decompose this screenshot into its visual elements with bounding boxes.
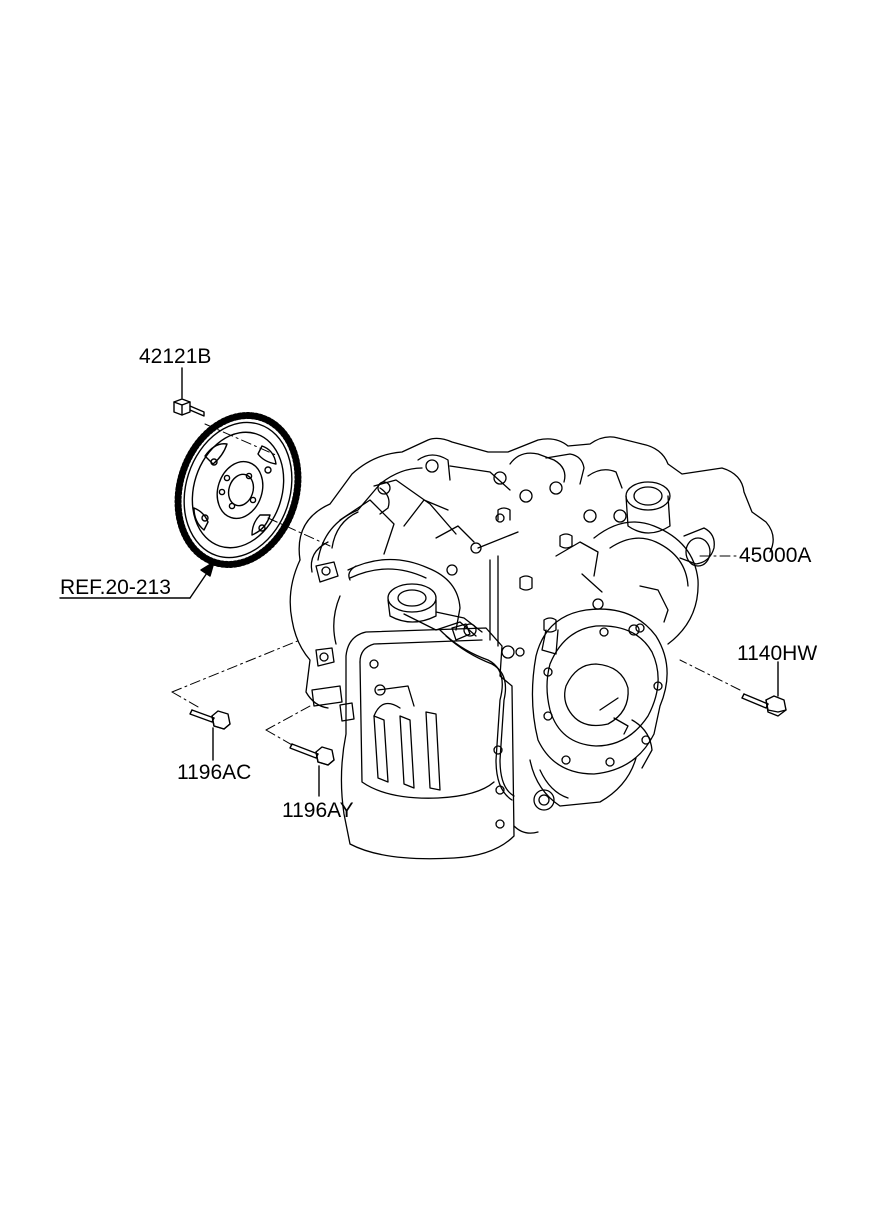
flexplate[interactable] [159, 400, 316, 580]
label-ref-20-213[interactable]: REF.20-213 [60, 576, 171, 599]
label-1196ay[interactable]: 1196AY [282, 799, 354, 822]
ref-leader [59, 561, 215, 599]
bolt-1196ac[interactable] [189, 709, 231, 730]
transaxle-assembly[interactable] [289, 436, 774, 860]
flexplate-bolt[interactable] [173, 398, 205, 417]
label-42121b[interactable]: 42121B [139, 345, 212, 368]
bolt-1196ay[interactable] [289, 743, 335, 766]
label-45000a[interactable]: 45000A [739, 544, 812, 567]
label-1140hw[interactable]: 1140HW [737, 642, 818, 665]
bolt-1140hw[interactable] [741, 693, 787, 717]
alignment-lines [171, 423, 741, 747]
label-1196ac[interactable]: 1196AC [177, 761, 252, 784]
